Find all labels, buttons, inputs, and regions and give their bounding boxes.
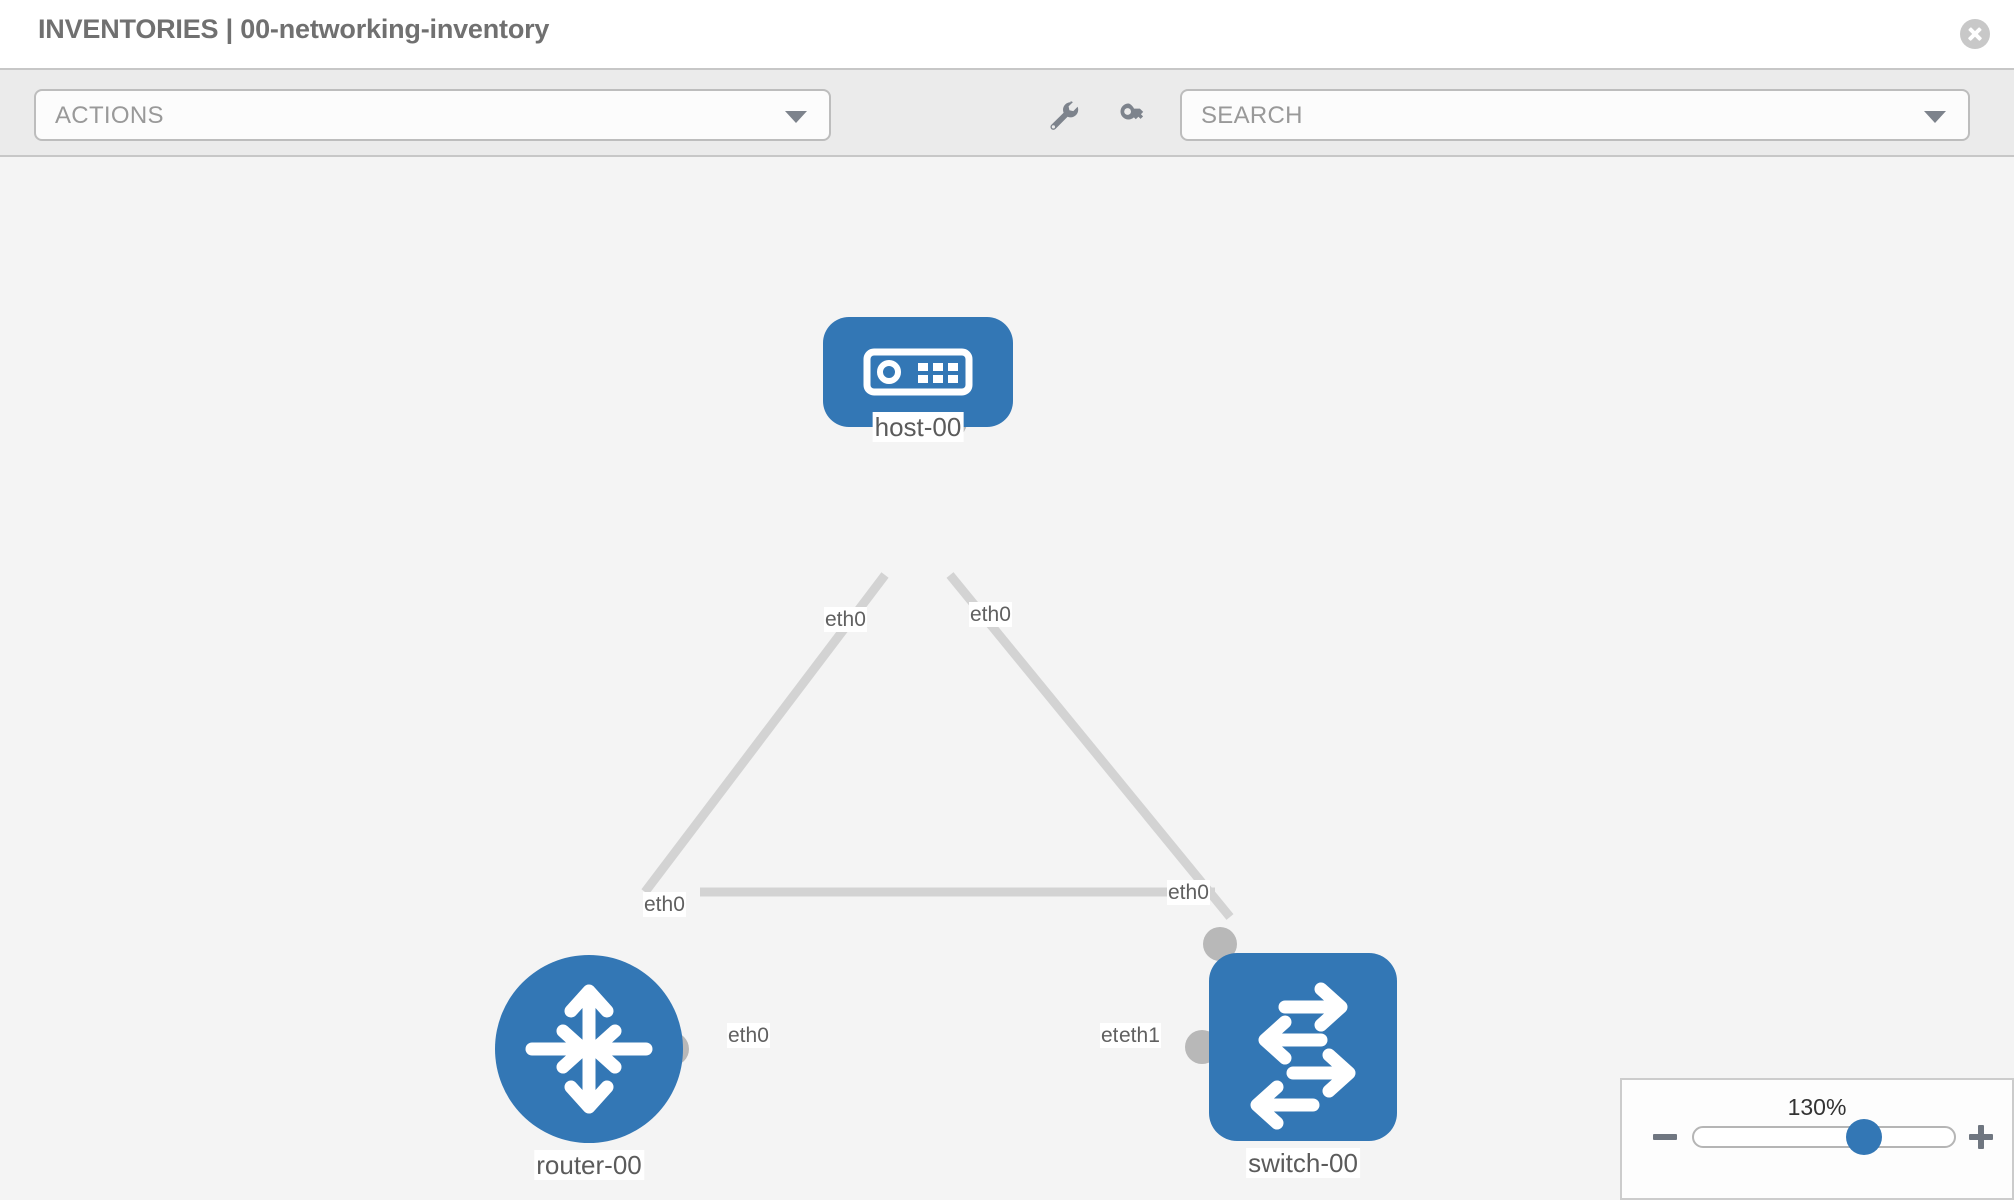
- search-input[interactable]: SEARCH: [1180, 89, 1970, 141]
- actions-dropdown-label: ACTIONS: [55, 102, 164, 129]
- topology-canvas[interactable]: host-00 eth0 eth0: [0, 157, 2014, 1200]
- plus-icon[interactable]: [1966, 1122, 1996, 1152]
- edge-label-router-upper: eth0: [643, 892, 686, 917]
- page-header: INVENTORIES | 00-networking-inventory: [0, 0, 2014, 68]
- chevron-down-icon[interactable]: [1924, 111, 1946, 123]
- minus-icon[interactable]: [1650, 1122, 1680, 1152]
- node-host-00[interactable]: host-00: [823, 317, 1013, 442]
- zoom-level-value: 130%: [1787, 1094, 1847, 1120]
- topology-edges: [641, 572, 1234, 920]
- key-icon[interactable]: [1115, 98, 1151, 134]
- node-host-shape: [823, 317, 1013, 427]
- toolbar: ACTIONS SEARCH: [0, 68, 2014, 157]
- actions-dropdown[interactable]: ACTIONS: [34, 89, 831, 141]
- node-host-label: host-00: [872, 412, 964, 442]
- zoom-control-panel: 130%: [1620, 1078, 2014, 1200]
- edge-label-switch-left: eth1: [1118, 1023, 1161, 1048]
- page-title: INVENTORIES | 00-networking-inventory: [38, 14, 550, 44]
- node-router-label: router-00: [534, 1150, 644, 1180]
- edge-label-host-left: eth0: [824, 607, 867, 632]
- switch-arrows-icon: [1250, 982, 1356, 1130]
- close-icon[interactable]: [1960, 19, 1990, 49]
- zoom-slider-track[interactable]: [1692, 1126, 1956, 1148]
- node-switch-00[interactable]: switch-00: [1185, 927, 1397, 1178]
- wrench-icon[interactable]: [1046, 98, 1082, 134]
- edge-label-host-right: eth0: [969, 602, 1012, 627]
- search-placeholder: SEARCH: [1201, 102, 1303, 129]
- edge-label-router-right: eth0: [727, 1023, 770, 1048]
- edge-host-switch: [946, 572, 1234, 920]
- zoom-slider-thumb[interactable]: [1846, 1119, 1882, 1155]
- node-router-00[interactable]: router-00: [495, 955, 689, 1180]
- router-arrows-icon: [525, 984, 653, 1114]
- node-router-shape: [495, 955, 683, 1143]
- node-switch-shape: [1209, 953, 1397, 1141]
- node-switch-label: switch-00: [1246, 1148, 1360, 1178]
- edge-label-switch-upper: eth0: [1167, 880, 1210, 905]
- server-icon: [863, 348, 973, 396]
- chevron-down-icon: [785, 111, 807, 123]
